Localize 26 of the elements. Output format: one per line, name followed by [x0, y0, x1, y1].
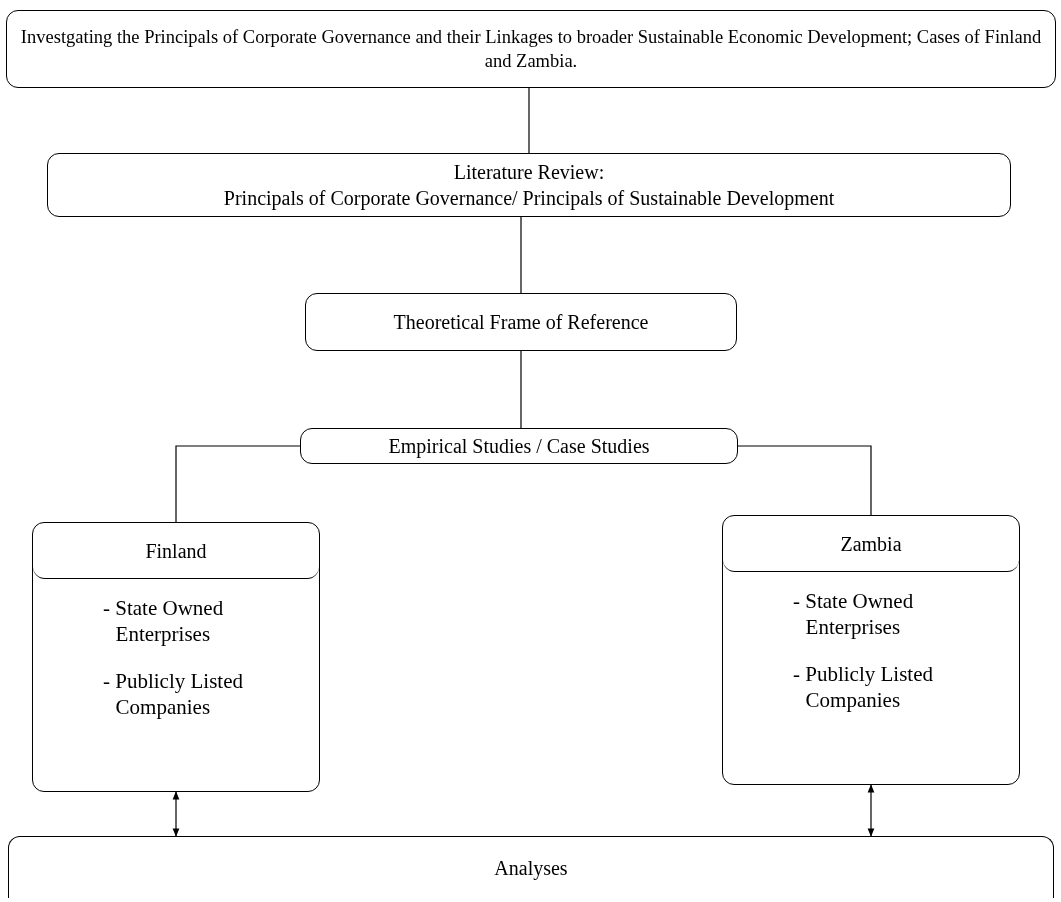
box-label: Investgating the Principals of Corporate Governance and their Linkages to broader Sustainable Economic Development; Cases of Finland and Zambia. [19, 25, 1043, 73]
box-label: Analyses [494, 856, 568, 882]
panel-title: Finland [145, 538, 207, 564]
box-label: Principals of Corporate Governance/ Principals of Sustainable Development [223, 186, 835, 211]
connector-line [737, 445, 872, 516]
process-box [300, 428, 738, 464]
process-box [6, 10, 1056, 88]
bullet-item: - Publicly Listed Companies [793, 660, 934, 713]
box-label: Literature Review: [453, 160, 605, 185]
country-panel [32, 522, 320, 792]
double-arrow [172, 791, 180, 837]
bullet-item: - Publicly Listed Companies [103, 667, 244, 720]
analysis-box [8, 836, 1054, 898]
connector-line [528, 87, 530, 154]
process-box [305, 293, 737, 351]
bullet-item: - State Owned Enterprises [793, 588, 915, 641]
connector-line [520, 216, 522, 294]
double-arrow [867, 784, 875, 837]
box-label: Empirical Studies / Case Studies [388, 434, 650, 459]
connector-line [520, 350, 522, 429]
bullet-item: - State Owned Enterprises [103, 595, 225, 648]
box-label: Theoretical Frame of Reference [393, 310, 649, 335]
panel-title: Zambia [840, 531, 902, 557]
connector-line [175, 445, 301, 523]
country-panel [722, 515, 1020, 785]
process-box [47, 153, 1011, 217]
